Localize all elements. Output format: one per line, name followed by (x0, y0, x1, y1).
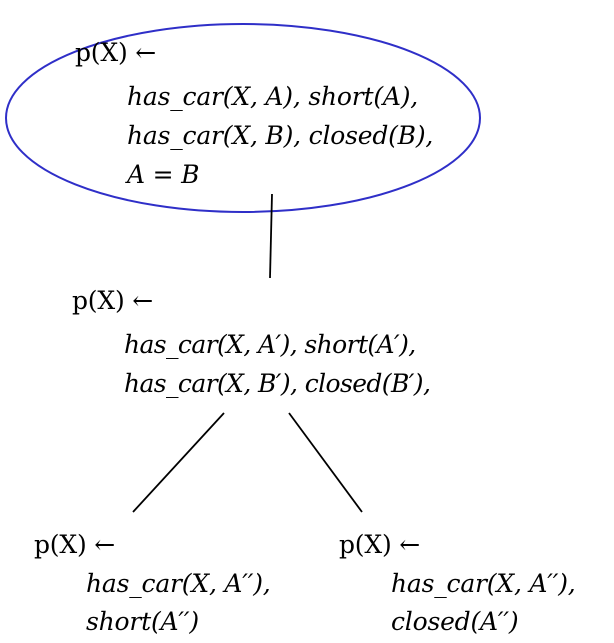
clause-body-line: has_car(X, A′′), (86, 569, 271, 599)
literal-text: has_car(X, A′), short(A′), (124, 330, 416, 359)
clause-head: p(X) ← (75, 38, 156, 68)
clause-body-line: has_car(X, A′), short(A′), (124, 330, 416, 360)
edge-middle-right (288, 412, 363, 513)
clause-body-line: has_car(X, B), closed(B), (127, 121, 433, 151)
edge-middle-left (132, 412, 225, 513)
literal-text: has_car(X, A), short(A), (127, 82, 419, 111)
literal-text: has_car(X, B′), closed(B′), (124, 369, 431, 398)
clause-head: p(X) ← (339, 530, 420, 560)
literal-text: has_car(X, A′′), (86, 569, 271, 598)
literal-text: has_car(X, A′′), (391, 569, 576, 598)
clause-head-text: p(X) ← (72, 286, 154, 315)
literal-text: has_car(X, B), closed(B), (127, 121, 434, 150)
clause-body-line: has_car(X, A′′), (391, 569, 576, 599)
clause-head-text: p(X) ← (75, 38, 157, 67)
clause-body-line: has_car(X, B′), closed(B′), (124, 369, 431, 399)
clause-body-line: has_car(X, A), short(A), (127, 82, 418, 112)
clause-body-line: closed(A′′) (391, 607, 519, 637)
highlight-ellipse (5, 23, 481, 213)
literal-text: A = B (127, 160, 200, 189)
clause-head-text: p(X) ← (339, 530, 421, 559)
edge-root-middle (269, 193, 273, 279)
clause-head: p(X) ← (72, 286, 153, 316)
clause-head: p(X) ← (34, 530, 115, 560)
clause-body-line: A = B (127, 160, 199, 190)
clause-body-line: short(A′′) (86, 607, 199, 637)
literal-text: short(A′′) (86, 607, 199, 636)
literal-text: closed(A′′) (391, 607, 519, 636)
clause-head-text: p(X) ← (34, 530, 116, 559)
